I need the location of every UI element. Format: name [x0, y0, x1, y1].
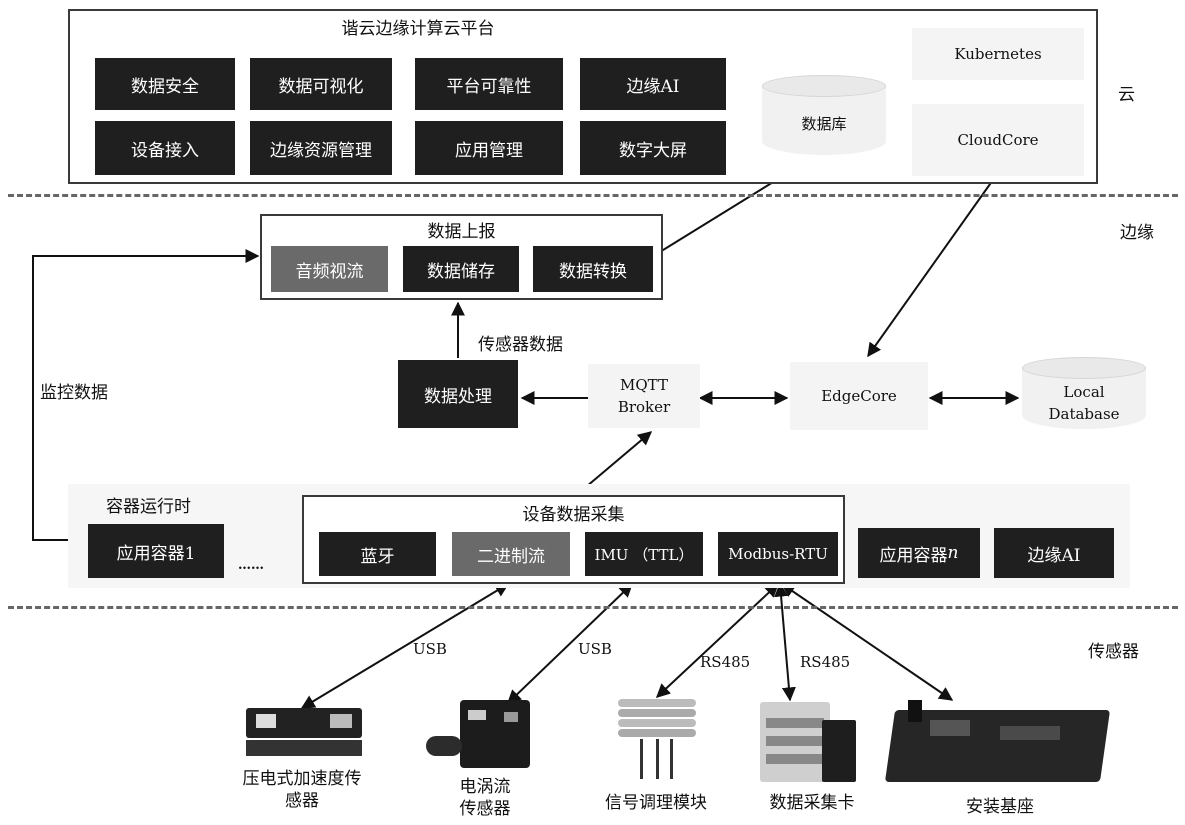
arrow-usb-2: [506, 583, 634, 704]
device-label-mounting-base: 安装基座: [966, 797, 1034, 817]
report-data-storage: 数据储存: [403, 246, 519, 292]
data-report-title: 数据上报: [427, 222, 496, 242]
module-platform-reliability: 平台可靠性: [415, 58, 563, 110]
arrow-modbus-base: [780, 583, 954, 701]
collect-imu-ttl: IMU （TTL）: [585, 532, 703, 576]
device-label-eddy: 电涡流 传感器: [435, 776, 535, 820]
module-device-access: 设备接入: [95, 121, 235, 175]
collect-bluetooth: 蓝牙: [319, 532, 436, 576]
container-runtime-title: 容器运行时: [106, 497, 191, 517]
data-acquisition-card-image: [760, 700, 856, 784]
module-data-visualization: 数据可视化: [250, 58, 392, 110]
rs485-label-1: RS485: [700, 653, 751, 671]
module-digital-screen: 数字大屏: [580, 121, 726, 175]
module-edge-resource-mgmt: 边缘资源管理: [250, 121, 392, 175]
edge-sensor-separator: [8, 606, 1178, 609]
layer-label-cloud: 云: [1118, 85, 1135, 105]
device-label-piezo-line2: 感器: [285, 791, 319, 811]
layer-label-sensor: 传感器: [1088, 642, 1139, 662]
edge-ai-container: 边缘AI: [994, 528, 1114, 578]
mqtt-label-line2: Broker: [617, 398, 671, 416]
mqtt-broker-box: MQTT Broker: [588, 364, 700, 428]
signal-conditioning-module-image: [612, 695, 702, 785]
edgecore-box: EdgeCore: [790, 362, 928, 430]
module-data-security: 数据安全: [95, 58, 235, 110]
mqtt-label-line1: MQTT: [620, 376, 668, 394]
cloud-database-label: 数据库: [801, 115, 847, 133]
arrow-usb-1: [300, 583, 510, 709]
usb-label-2: USB: [578, 640, 612, 658]
device-label-eddy-line1: 电涡流: [459, 777, 511, 797]
cloudcore-box: CloudCore: [912, 104, 1084, 176]
device-label-piezo: 压电式加速度传 感器: [222, 768, 382, 812]
device-label-piezo-line1: 压电式加速度传: [242, 769, 362, 789]
collect-binary-stream: 二进制流: [452, 532, 570, 576]
monitor-data-label: 监控数据: [40, 383, 108, 403]
sensor-data-label: 传感器数据: [478, 335, 563, 355]
kubernetes-box: Kubernetes: [912, 28, 1084, 80]
layer-label-edge: 边缘: [1120, 223, 1154, 243]
arrow-collect-to-mqtt: [579, 431, 653, 493]
arrow-rs485-2: [774, 582, 796, 702]
report-audio-video-stream: 音频视流: [271, 246, 388, 292]
report-data-conversion: 数据转换: [533, 246, 653, 292]
device-label-acquisition-card: 数据采集卡: [769, 793, 855, 813]
cloud-edge-separator: [8, 194, 1178, 197]
local-database-line1: Local: [1063, 383, 1105, 401]
collect-modbus-rtu: Modbus-RTU: [718, 532, 838, 576]
module-app-mgmt: 应用管理: [415, 121, 563, 175]
local-database-cylinder: Local Database: [1022, 357, 1146, 429]
mounting-base-image: [884, 700, 1111, 790]
app-container-n-suffix: n: [947, 543, 959, 563]
module-edge-ai: 边缘AI: [580, 58, 726, 110]
eddy-current-sensor-image: [424, 700, 540, 770]
device-label-signal-module: 信号调理模块: [605, 793, 707, 813]
device-label-eddy-line2: 传感器: [459, 799, 511, 819]
rs485-label-2: RS485: [800, 653, 851, 671]
cloud-platform-title: 谐云边缘计算云平台: [341, 19, 495, 39]
local-database-line2: Database: [1048, 405, 1120, 423]
arrow-monitor-loop: [32, 249, 260, 541]
local-database-label: Local Database: [1022, 381, 1146, 425]
piezo-accelerometer-image: [246, 700, 362, 760]
usb-label-1: USB: [413, 640, 447, 658]
ellipsis-label: ……: [238, 558, 264, 573]
arrow-rs485-1: [655, 583, 780, 698]
app-container-n-label: 应用容器: [879, 545, 948, 566]
device-data-collect-title: 设备数据采集: [522, 505, 625, 525]
arrow-edgecore-cloudcore: [867, 168, 1001, 358]
data-processing-box: 数据处理: [398, 360, 518, 428]
app-container-1: 应用容器1: [88, 524, 224, 578]
cloud-database-cylinder: 数据库: [762, 75, 886, 155]
